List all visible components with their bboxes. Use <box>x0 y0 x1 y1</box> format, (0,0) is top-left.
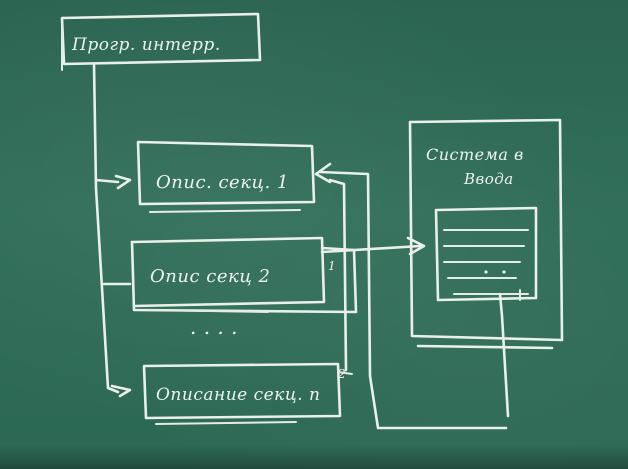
sub-block-n-label: Описание секц. n <box>156 385 320 405</box>
board-ledge <box>0 445 628 469</box>
panel-down-line <box>498 292 510 418</box>
ellipsis: . . . . <box>190 315 238 339</box>
sub-block-n: Описание секц. n <box>142 362 342 425</box>
source-box-label: Прогр. интерр. <box>71 35 221 55</box>
connector-return <box>314 162 508 430</box>
sub-block-1-label: Опис. секц. 1 <box>156 172 289 193</box>
trunk-connector <box>92 62 132 398</box>
inner-list-box <box>434 206 538 302</box>
connector-mark-2: 2 <box>337 367 346 381</box>
panel-label-line2: Ввода <box>463 170 514 188</box>
connector-to-panel <box>320 236 426 256</box>
sub-block-2-label: Опис секц 2 <box>150 266 270 287</box>
connector-mark-1: 1 <box>328 259 336 273</box>
right-panel: Система в Ввода <box>408 118 564 350</box>
panel-label-line1: Система в <box>426 145 524 164</box>
source-box: Прогр. интерр. <box>60 12 262 71</box>
sub-block-1: Опис. секц. 1 <box>136 140 316 213</box>
sub-block-2: Опис секц 2 <box>130 236 358 314</box>
